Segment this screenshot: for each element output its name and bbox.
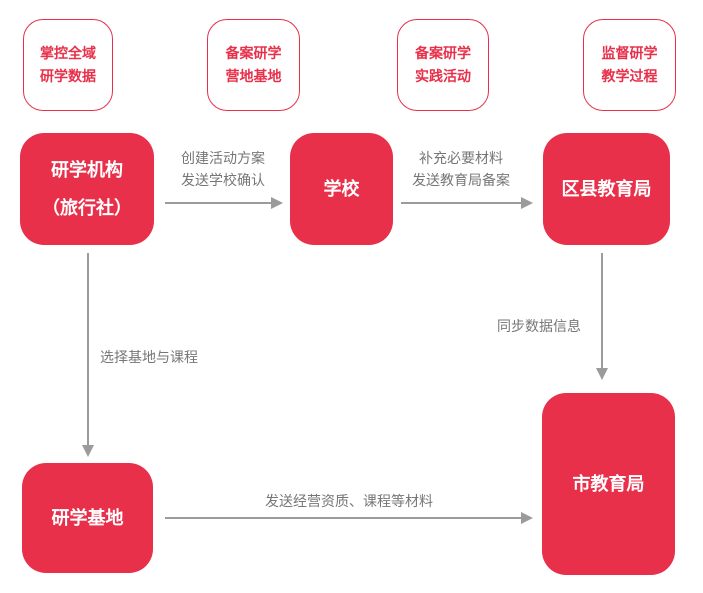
arrow-school-to-district [401,197,533,209]
node-label: 研学基地 [51,508,124,528]
badge-register-practice-activity: 备案研学 实践活动 [397,19,489,111]
badge-master-all-data: 掌控全域 研学数据 [23,19,113,111]
badge-label-line2: 实践活动 [415,68,471,84]
node-label: 区县教育局 [561,179,652,199]
node-school: 学校 [290,133,393,245]
edge-label-line2: 发送教育局备案 [412,172,510,188]
badge-label-line1: 监督研学 [601,45,658,61]
badge-label-line1: 备案研学 [225,45,282,61]
node-label: 市教育局 [572,474,645,494]
arrow-base-to-city [165,512,533,524]
edge-label-line1: 补充必要材料 [419,150,503,166]
badge-label-line1: 备案研学 [415,45,471,61]
node-label: 学校 [323,179,360,199]
arrow-agency-to-base [82,253,94,457]
arrow-agency-to-school [165,197,283,209]
badge-supervise-teaching-process: 监督研学 教学过程 [583,19,676,111]
edge-label-line2: 发送学校确认 [181,172,265,188]
node-district-education-bureau: 区县教育局 [543,133,670,245]
badge-label-line2: 教学过程 [601,68,658,84]
edge-label-base-to-city: 发送经营资质、课程等材料 [265,493,433,509]
node-label-line1: 研学机构 [51,160,123,180]
node-city-education-bureau: 市教育局 [542,393,675,575]
node-study-base: 研学基地 [22,463,153,573]
badge-register-camp-base: 备案研学 营地基地 [207,19,300,111]
edge-label-line1: 创建活动方案 [181,150,265,166]
badge-label-line1: 掌控全域 [40,45,96,61]
node-label-line2: （旅行社） [42,198,132,218]
edge-label-agency-to-base: 选择基地与课程 [100,349,198,365]
node-study-agency: 研学机构 （旅行社） [20,133,154,245]
badge-label-line2: 营地基地 [225,68,282,84]
edge-label-agency-to-school: 创建活动方案 发送学校确认 [163,147,283,191]
edge-label-district-to-city: 同步数据信息 [497,318,581,334]
badge-label-line2: 研学数据 [40,68,96,84]
edge-label-school-to-district: 补充必要材料 发送教育局备案 [395,147,527,191]
arrow-district-to-city [596,253,608,380]
